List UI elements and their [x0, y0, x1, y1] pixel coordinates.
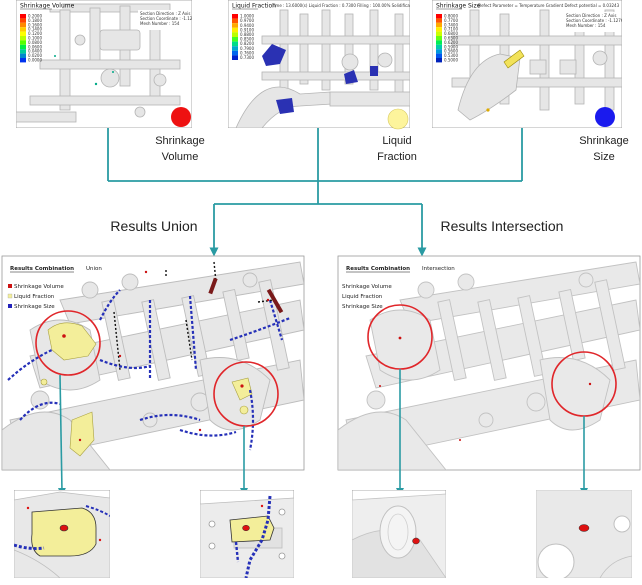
thumb3-scale-4: 0.6800	[444, 31, 458, 36]
thumbnail-shrinkage-size: Shrinkage Size Defect Parameter = Temper…	[432, 0, 626, 128]
thumb1-scale-0: 0.2000	[28, 14, 42, 19]
thumb2-scale-7: 0.7900	[240, 46, 254, 51]
thumb1-scale-3: 0.1400	[28, 27, 42, 32]
thumb3-scale-8: 0.5600	[444, 49, 458, 54]
thumb1-info-1: Section Coordinate : -1.1276e	[140, 16, 200, 21]
legend-label: Shrinkage Size	[342, 304, 383, 310]
legend-swatch	[8, 304, 12, 308]
legend-label: Liquid Fraction	[342, 294, 383, 300]
thumb2-scale-0: 1.0000	[240, 14, 254, 19]
yellow-dot-icon	[387, 108, 409, 130]
indicator-label-line1: Shrinkage	[155, 135, 205, 147]
thumb2-scale-3: 0.9100	[240, 27, 254, 32]
thumb2-scale-2: 0.9400	[240, 23, 254, 28]
highlight-circle	[35, 310, 101, 376]
detail-zoom-intersection-right	[536, 490, 632, 578]
thumb1-header: Shrinkage Volume	[20, 3, 75, 10]
thumb3-info-line: Defect Parameter = Temperature Gradient …	[478, 3, 620, 8]
results-intersection-title: Results Intersection	[441, 218, 564, 234]
legend-label: Shrinkage Volume	[342, 284, 392, 290]
indicator-liquid-fraction: Liquid Fraction	[377, 108, 417, 163]
legend-label: Liquid Fraction	[14, 294, 55, 300]
thumb1-scale-5: 0.1000	[28, 36, 42, 41]
legend-label: Shrinkage Volume	[14, 284, 64, 290]
union-panel-header: Results Combination	[10, 266, 74, 272]
thumb1-scale-9: 0.0200	[28, 53, 42, 58]
thumb1-scale-8: 0.0400	[28, 49, 42, 54]
thumb3-info-2: Mesh Number : 154	[566, 23, 606, 28]
thumb2-info-line: Time : 13.6000(s) Liquid Fraction : 0.73…	[271, 3, 439, 8]
intersection-panel: Results Combination Intersection Shrinka…	[337, 255, 641, 471]
thumb1-info-0: Section Direction : Z Axis	[140, 11, 190, 16]
thumb1-info-2: Mesh Number : 154	[140, 21, 180, 26]
indicator-shrinkage-volume: Shrinkage Volume	[155, 107, 205, 163]
thumbnail-shrinkage-volume: Shrinkage Volume 0.2000 0.1800 0.1600 0.…	[16, 0, 200, 128]
intersection-mode: Intersection	[422, 266, 455, 272]
union-mode: Union	[86, 266, 102, 272]
thumbnail-liquid-fraction: Liquid Fraction Time : 13.6000(s) Liquid…	[228, 0, 439, 128]
intersection-legend: Shrinkage Volume Liquid Fraction Shrinka…	[342, 284, 392, 310]
thumb3-scale-9: 0.5300	[444, 53, 458, 58]
thumb3-scale-0: 0.8000	[444, 14, 458, 19]
thumb3-scale-10: 0.5000	[444, 58, 458, 63]
thumb2-scale-1: 0.9700	[240, 18, 254, 23]
thumb1-scale-10: 0.0000	[28, 58, 42, 63]
thumb3-scale-5: 0.6500	[444, 36, 458, 41]
thumb1-scale-7: 0.0600	[28, 44, 42, 49]
connector-lines	[107, 128, 523, 257]
thumb2-scale-9: 0.7300	[240, 55, 254, 60]
indicator-label-line2: Size	[593, 151, 614, 163]
thumb3-header: Shrinkage Size	[436, 3, 481, 10]
indicator-shrinkage-size: Shrinkage Size	[579, 107, 629, 163]
union-legend: Shrinkage Volume Liquid Fraction Shrinka…	[7, 284, 64, 310]
detail-zoom-union-right	[200, 490, 294, 578]
indicator-label-line1: Liquid	[382, 135, 411, 147]
thumb3-scale-1: 0.7700	[444, 18, 458, 23]
thumb2-scale-8: 0.7600	[240, 50, 254, 55]
thumb1-color-scale: 0.2000 0.1800 0.1600 0.1400 0.1200 0.100…	[20, 14, 42, 63]
thumb2-color-scale: 1.0000 0.9700 0.9400 0.9100 0.8800 0.850…	[232, 14, 254, 60]
thumb3-scale-3: 0.7100	[444, 27, 458, 32]
thumb3-color-scale: 0.8000 0.7700 0.7400 0.7100 0.6800 0.650…	[436, 14, 458, 63]
legend-swatch	[8, 284, 12, 288]
indicator-label-line1: Shrinkage	[579, 135, 629, 147]
red-dot-icon	[171, 107, 191, 127]
legend-swatch	[7, 293, 13, 299]
indicator-label-line2: Volume	[162, 151, 199, 163]
thumb1-scale-4: 0.1200	[28, 31, 42, 36]
thumb3-info-0: Section Direction : Z Axis	[566, 13, 616, 18]
thumb2-scale-5: 0.8500	[240, 37, 254, 42]
indicator-label-line2: Fraction	[377, 151, 417, 163]
detail-zoom-intersection-left	[352, 490, 446, 578]
thumb3-scale-7: 0.5900	[444, 44, 458, 49]
thumb1-scale-1: 0.1800	[28, 18, 42, 23]
thumb3-scale-6: 0.6200	[444, 40, 458, 45]
thumb3-scale-2: 0.7400	[444, 22, 458, 27]
thumb3-info-1: Section Coordinate : -1.1276e	[566, 18, 626, 23]
intersection-panel-header: Results Combination	[346, 266, 410, 272]
detail-zoom-union-left	[14, 490, 110, 578]
legend-label: Shrinkage Size	[14, 304, 55, 310]
thumb2-header: Liquid Fraction	[232, 3, 276, 10]
union-panel: Results Combination Union Shrinkage Volu…	[1, 255, 305, 471]
blue-dot-icon	[595, 107, 615, 127]
results-union-title: Results Union	[110, 218, 197, 234]
thumb1-scale-2: 0.1600	[28, 22, 42, 27]
detail-arrows	[57, 369, 588, 496]
highlight-circle	[213, 361, 279, 427]
thumb2-scale-6: 0.8200	[240, 41, 254, 46]
thumb1-scale-6: 0.0800	[28, 40, 42, 45]
thumb2-scale-4: 0.8800	[240, 32, 254, 37]
